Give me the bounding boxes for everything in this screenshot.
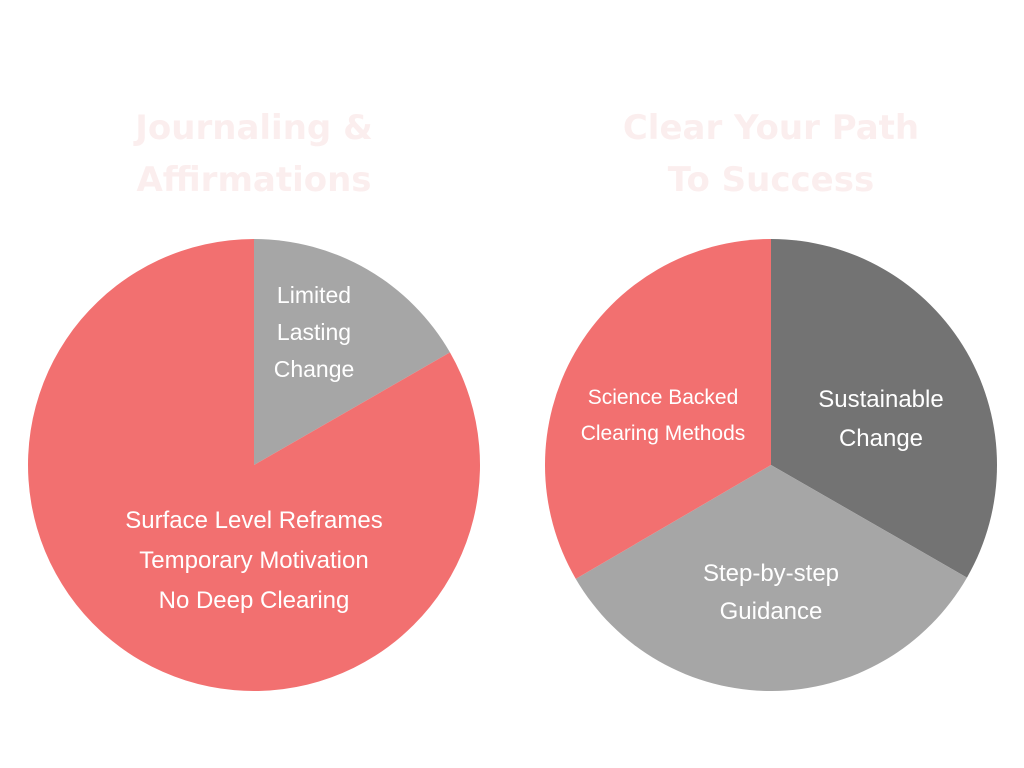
slice-limited-lasting-change bbox=[254, 238, 450, 465]
slice-science-backed bbox=[544, 239, 771, 579]
slice-step-by-step bbox=[575, 465, 967, 692]
slice-sustainable-change bbox=[771, 239, 998, 578]
chart-title-journaling: Journaling & Affirmations bbox=[135, 108, 373, 200]
chart-title-clear-path: Clear Your Path To Success bbox=[622, 108, 920, 200]
slice-surface-level bbox=[28, 239, 481, 691]
